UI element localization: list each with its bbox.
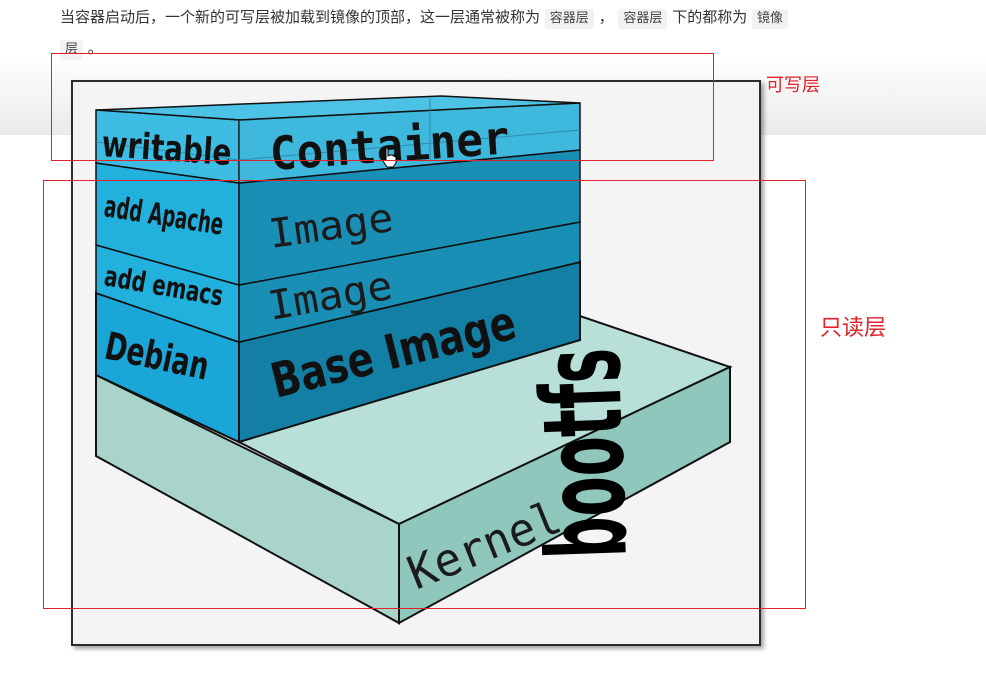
paragraph-text-3: 下的都称为 <box>672 8 748 26</box>
paragraph-text-4: 。 <box>87 39 103 57</box>
bootfs-front-face <box>398 365 731 625</box>
paragraph-text-1: 当容器启动后，一个新的可写层被加载到镜像的顶部，这一层通常被称为 <box>60 8 541 26</box>
writable-layer-box <box>51 53 714 161</box>
container-inner-edge-4 <box>238 129 581 161</box>
inline-code-image: 镜像 <box>751 9 788 29</box>
writable-layer-label: 可写层 <box>766 75 820 96</box>
readonly-layer-label: 只读层 <box>820 316 887 341</box>
paragraph-text-2: ， <box>598 8 614 26</box>
readonly-layer-box <box>43 180 806 609</box>
container-inner-edge-3 <box>95 141 240 161</box>
label-writable: writable <box>100 124 233 174</box>
label-bootfs: bootfs <box>517 346 652 560</box>
description-paragraph: 当容器启动后，一个新的可写层被加载到镜像的顶部，这一层通常被称为 容器层 ， 容… <box>60 2 950 64</box>
inline-code-container-layer: 容器层 <box>544 9 594 29</box>
inline-code-container-layer-2: 容器层 <box>618 9 668 29</box>
docker-layers-diagram: writable add Apache add emacs Debian Con… <box>95 95 733 625</box>
